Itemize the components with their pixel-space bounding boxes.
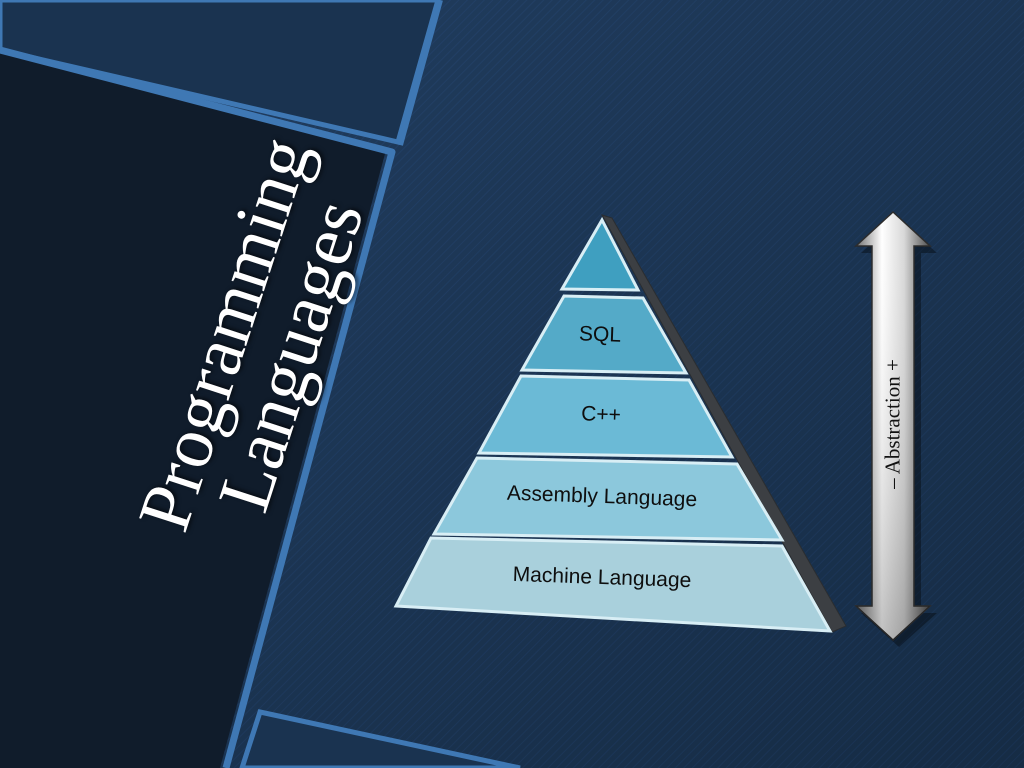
top-stripe bbox=[397, 0, 443, 146]
tier-label-sql: SQL bbox=[578, 322, 622, 347]
abstraction-arrow bbox=[854, 210, 937, 647]
left-panel bbox=[0, 52, 386, 768]
pyramid-tier-assembly-language bbox=[431, 456, 785, 542]
pyramid-tier-machine-language bbox=[393, 536, 833, 633]
pyramid bbox=[393, 216, 833, 633]
bottom-tile bbox=[239, 709, 521, 768]
abstraction-label: – Abstraction + bbox=[880, 359, 905, 489]
tier-label-cpp: C++ bbox=[580, 402, 622, 427]
pyramid-tier-sql bbox=[519, 294, 689, 375]
pyramid-tier-cpp bbox=[476, 374, 735, 459]
left-panel-border bbox=[0, 46, 396, 768]
abstraction-arrow-shade bbox=[856, 212, 930, 640]
pyramid-tier-top bbox=[559, 216, 641, 292]
